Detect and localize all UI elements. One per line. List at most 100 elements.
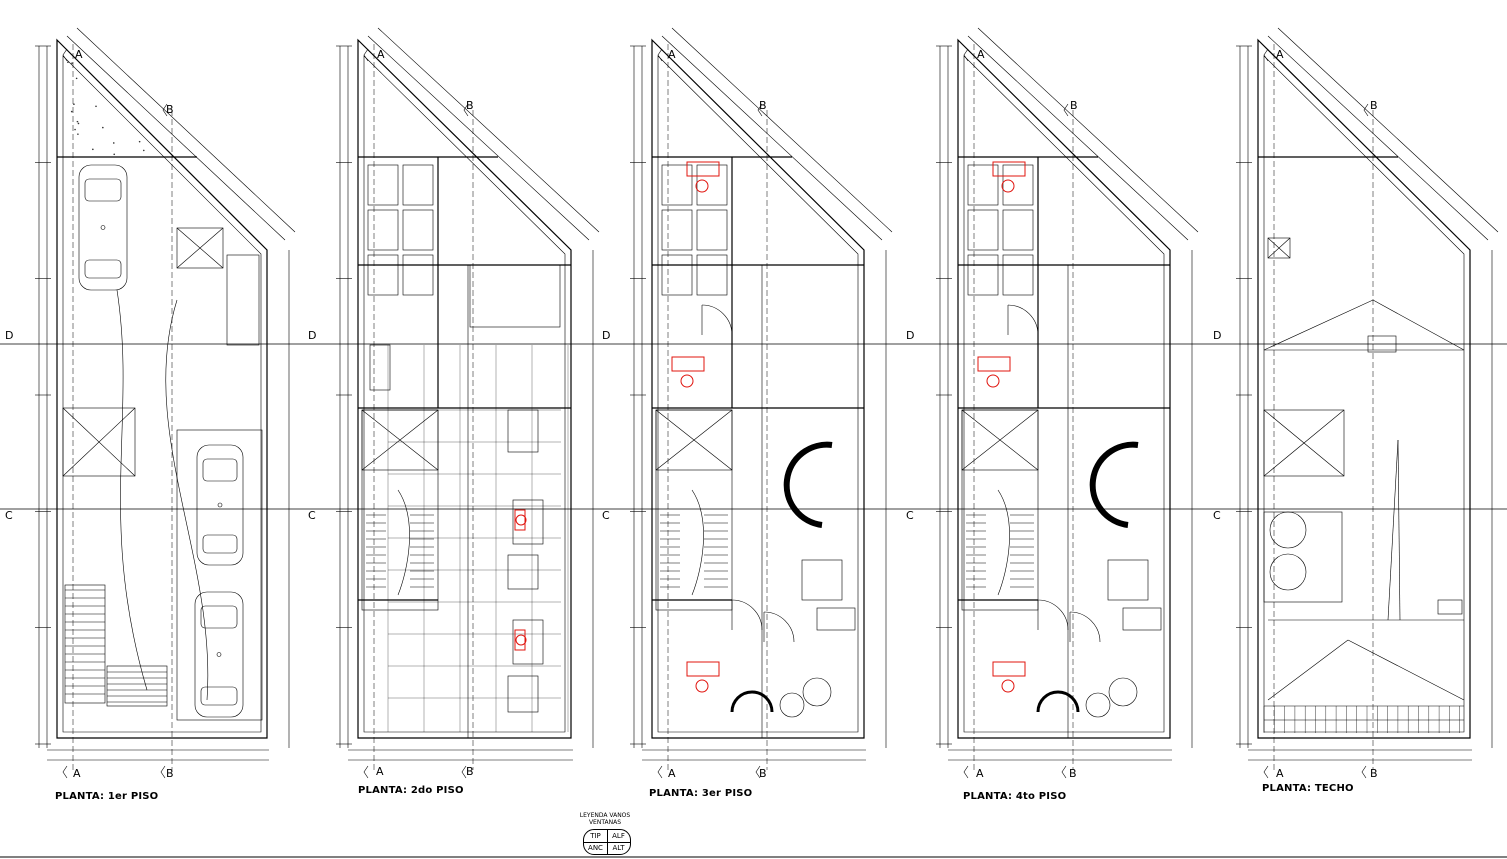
section-a-bot-1: A (73, 767, 81, 780)
building-outline (652, 40, 864, 738)
building-outline (1258, 40, 1470, 738)
chair-icon-red (696, 180, 708, 192)
plan-3 (630, 28, 892, 778)
chair-icon-red (1002, 680, 1014, 692)
legend-box: TIP ALF ANC ALT (583, 829, 631, 855)
bath-cell (1003, 165, 1033, 205)
section-a-bot-5: A (1276, 767, 1284, 780)
bath-cell (1003, 210, 1033, 250)
desk-icon (513, 500, 543, 544)
car-icon (79, 165, 127, 290)
chair-icon-red (696, 680, 708, 692)
car-windshield (201, 606, 237, 628)
bath-cell (662, 210, 692, 250)
diagonal-dim-2 (378, 28, 599, 232)
vent-box (1438, 600, 1462, 614)
roof-slope-5 (1268, 640, 1348, 700)
section-b-bot-5: B (1370, 767, 1378, 780)
hatch-dot (95, 105, 97, 107)
section-b-top-5: B (1370, 99, 1378, 112)
hatch-dot (92, 149, 94, 151)
section-d-3: D (602, 329, 610, 342)
section-lines (0, 344, 1507, 509)
section-b-bot-2: B (466, 765, 474, 778)
service-room (227, 255, 259, 345)
door-arc (732, 600, 762, 630)
bath-room (802, 560, 842, 600)
section-a-top-2: A (377, 48, 385, 61)
garden-hatch (67, 61, 144, 155)
desk-icon-red (687, 662, 719, 676)
legend-cell-anc: ANC (584, 842, 608, 854)
bath-cell (697, 255, 727, 295)
section-c-2: C (308, 509, 316, 522)
plans-group (35, 28, 1498, 778)
car-body (195, 592, 243, 717)
hatch-dot (113, 142, 115, 144)
kitchen-box (470, 265, 560, 327)
bath-cell (368, 210, 398, 250)
car-icon (197, 445, 243, 565)
section-b-top-2: B (466, 99, 474, 112)
section-arrow (161, 766, 165, 778)
chair-icon-red (681, 375, 693, 387)
stair-icon (65, 585, 105, 703)
water-tank (1270, 512, 1306, 548)
bath-cell (968, 210, 998, 250)
desk-icon-red (672, 357, 704, 371)
diagonal-dim-2 (77, 28, 295, 232)
bath-cell (697, 165, 727, 205)
hatch-dot (76, 78, 78, 80)
hatch-dot (77, 121, 79, 123)
bath-cell (403, 210, 433, 250)
section-d-5: D (1213, 329, 1221, 342)
section-arrow (63, 766, 67, 778)
plan-title-3: PLANTA: 3er PISO (649, 788, 752, 799)
section-a-bot-4: A (976, 767, 984, 780)
section-b-bot-1: B (166, 767, 174, 780)
diagonal-dim (968, 36, 1188, 240)
car-rear-window (85, 260, 121, 278)
diagonal-dim (662, 36, 882, 240)
lounge-chair (803, 678, 831, 706)
stair-box (65, 585, 105, 703)
water-tank-2 (1270, 554, 1306, 590)
lounge-chair-2 (780, 693, 804, 717)
section-arrow (1264, 766, 1268, 778)
roof-slope-3 (1398, 440, 1400, 620)
plan-4 (936, 28, 1198, 778)
section-d-2: D (308, 329, 316, 342)
bath-cell (403, 255, 433, 295)
door-arc (1008, 305, 1038, 335)
diagonal-dim (1268, 36, 1488, 240)
hatch-dot (71, 111, 73, 113)
bath-cell (1003, 255, 1033, 295)
hatch-dot (67, 61, 69, 63)
planter-arc (1038, 692, 1078, 712)
bath-cell (662, 255, 692, 295)
section-arrow (964, 766, 968, 778)
car-icon (195, 592, 243, 717)
bath-room (1108, 560, 1148, 600)
hatch-dot (74, 129, 76, 131)
driving-path (117, 290, 147, 690)
desk-icon-red (978, 357, 1010, 371)
plan-title-5: PLANTA: TECHO (1262, 783, 1354, 794)
section-a-bot-2: A (376, 765, 384, 778)
car-windshield (203, 459, 237, 481)
section-b-bot-3: B (759, 767, 767, 780)
section-d-1: D (5, 329, 13, 342)
stair-curve (692, 490, 704, 595)
building-outline (57, 40, 267, 738)
car-body (79, 165, 127, 290)
roof-slope-2 (1373, 300, 1464, 350)
car-center (218, 503, 222, 507)
diagonal-dim-2 (672, 28, 892, 232)
section-b-top-3: B (759, 99, 767, 112)
section-c-3: C (602, 509, 610, 522)
section-a-top-5: A (1276, 48, 1284, 61)
plan-title-1: PLANTA: 1er PISO (55, 791, 158, 802)
parking-bay (177, 430, 262, 720)
lounge-chair (1109, 678, 1137, 706)
